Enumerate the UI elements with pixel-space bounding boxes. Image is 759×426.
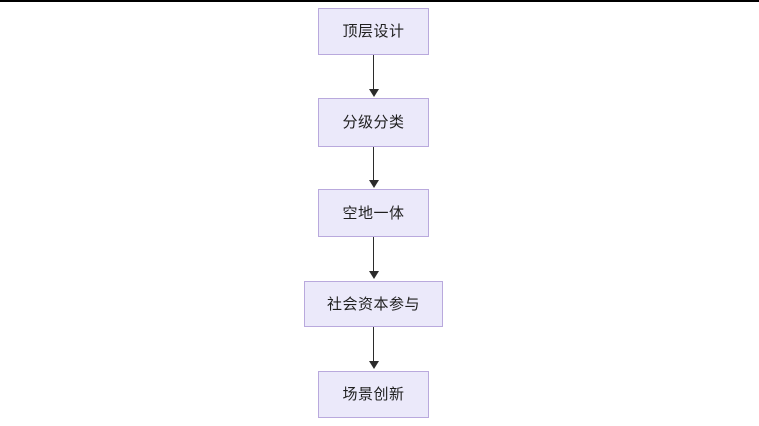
flow-node-top-level-design[interactable]: 顶层设计 xyxy=(318,8,429,55)
connector-line-1 xyxy=(373,55,374,90)
flow-node-social-capital-participation[interactable]: 社会资本参与 xyxy=(304,281,443,327)
connector-line-2 xyxy=(373,147,374,181)
flow-node-label: 顶层设计 xyxy=(342,23,405,40)
arrow-head-icon-4 xyxy=(369,361,379,369)
flow-node-label: 社会资本参与 xyxy=(326,295,420,313)
arrow-head-icon-2 xyxy=(369,180,379,188)
flow-node-label: 场景创新 xyxy=(342,386,405,403)
arrow-head-icon-1 xyxy=(369,89,379,97)
top-border-rule xyxy=(0,0,759,2)
flow-node-label: 分级分类 xyxy=(342,114,405,131)
flow-node-label: 空地一体 xyxy=(342,204,405,222)
connector-line-4 xyxy=(373,327,374,362)
flow-node-air-ground-integration[interactable]: 空地一体 xyxy=(318,189,429,237)
connector-line-3 xyxy=(373,237,374,272)
flow-node-graded-classification[interactable]: 分级分类 xyxy=(318,98,429,147)
arrow-head-icon-3 xyxy=(369,271,379,279)
flow-node-scenario-innovation[interactable]: 场景创新 xyxy=(318,371,429,418)
